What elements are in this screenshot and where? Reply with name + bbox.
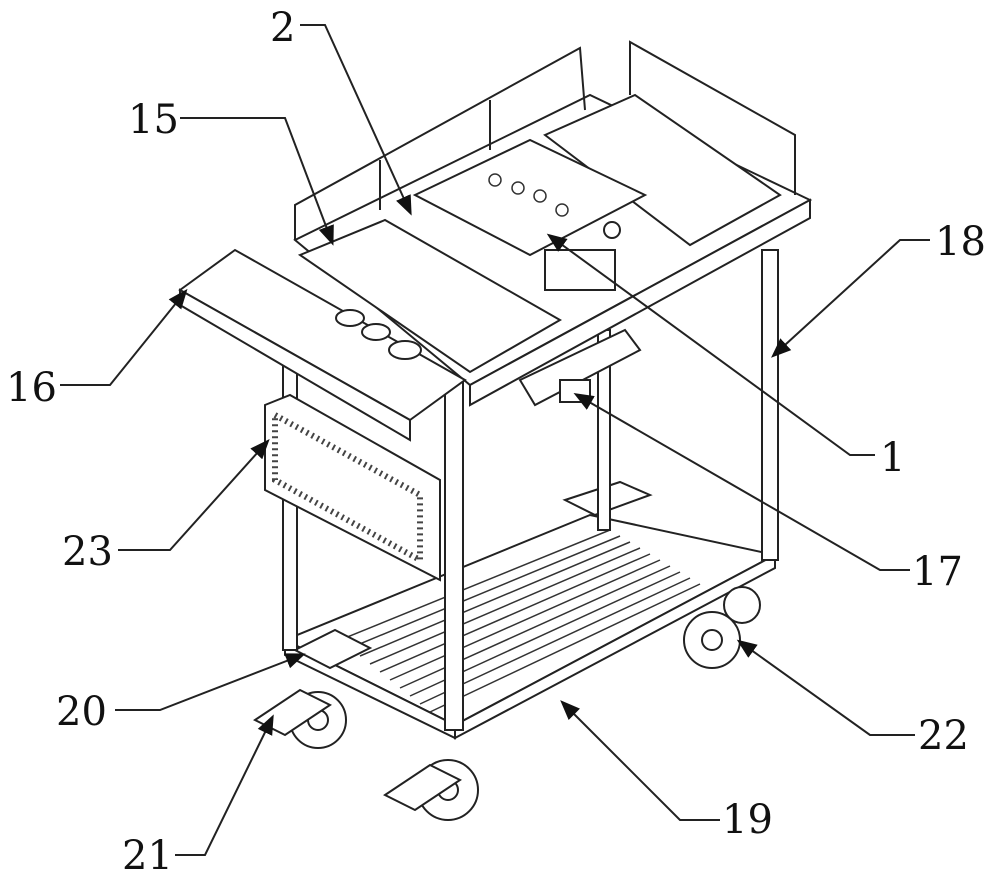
- perforated-panel: [264, 393, 441, 582]
- label-18: 18: [935, 219, 986, 265]
- handles: [294, 40, 796, 240]
- label-16: 16: [6, 365, 57, 411]
- label-22: 22: [918, 713, 969, 759]
- label-1: 1: [880, 435, 906, 481]
- label-2: 2: [270, 5, 296, 51]
- leader-lines: [60, 24, 930, 856]
- bottom-shelf: [282, 480, 778, 740]
- wheels: [253, 586, 761, 821]
- label-17: 17: [912, 549, 963, 595]
- label-15: 15: [128, 97, 179, 143]
- label-19: 19: [722, 797, 773, 843]
- label-21: 21: [122, 833, 173, 879]
- label-20: 20: [56, 689, 107, 735]
- control-plate: [412, 138, 648, 257]
- label-23: 23: [62, 529, 113, 575]
